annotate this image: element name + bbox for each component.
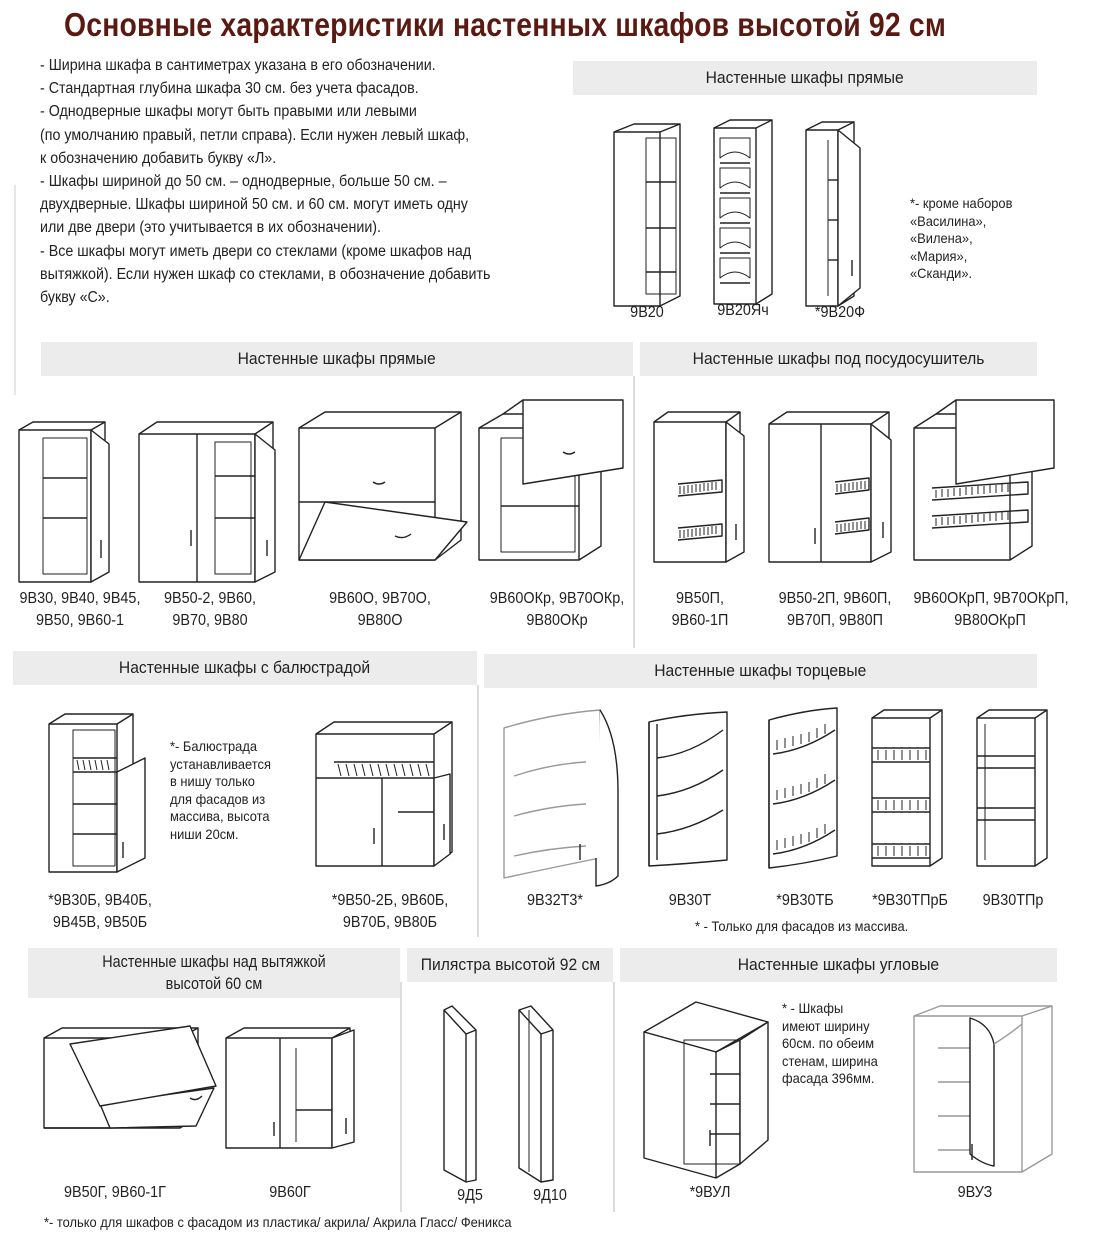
model-label-9v60okr: 9В60ОКр, 9В70ОКр,9В80ОКр	[489, 590, 625, 629]
model-label-9v30b: *9В30Б, 9В40Б,9В45В, 9В50Б	[48, 892, 152, 931]
model-label-9v50g: 9В50Г, 9В60-1Г	[64, 1184, 166, 1201]
intro-line: или две двери (это учитывается в их обоз…	[40, 219, 382, 237]
pilaster-9d10-drawing	[518, 1005, 554, 1183]
model-label-9v30: 9В30, 9В40, 9В45,9В50, 9В60-1	[19, 590, 141, 629]
cabinet-9v60okrp-drawing	[913, 399, 1055, 561]
intro-line: к обозначению добавить букву «Л».	[40, 149, 277, 167]
cabinet-9v30tpr-drawing	[976, 709, 1048, 867]
cabinet-9v50-2b-drawing	[315, 721, 453, 867]
cabinet-9v60g-drawing	[225, 1027, 355, 1149]
intro-line: - Однодверные шкафы могут быть правыми и…	[40, 103, 417, 121]
model-label-9v50p: 9В50П,9В60-1П	[671, 590, 729, 629]
section-header-balustrade: Настенные шкафы с балюстрадой	[13, 651, 477, 685]
intro-line: двухдверные. Шкафы шириной 50 см. и 60 с…	[40, 196, 468, 214]
cabinet-9v30tprb-drawing	[871, 709, 943, 867]
model-label-9v30tpr: 9В30ТПр	[982, 892, 1044, 909]
cabinet-9v30tb-drawing	[768, 707, 838, 869]
cabinet-9v20ya-drawing	[713, 119, 773, 305]
model-label-9vul: *9ВУЛ	[689, 1184, 731, 1201]
section-header-corner: Настенные шкафы угловые	[620, 948, 1057, 982]
intro-line: - Ширина шкафа в сантиметрах указана в е…	[40, 57, 436, 74]
pilaster-label-9d10: 9Д10	[533, 1187, 567, 1204]
intro-notes: - Ширина шкафа в сантиметрах указана в е…	[40, 54, 518, 309]
cabinet-9v30b-drawing	[48, 713, 146, 873]
cabinet-9v30-drawing	[18, 421, 110, 583]
intro-line: вытяжкой). Если нужен шкаф со стеклами, …	[40, 265, 491, 283]
pilaster-label-9d5: 9Д5	[457, 1187, 483, 1204]
pilaster-9d5-drawing	[443, 1005, 477, 1183]
model-label-9v32t3: 9В32Т3*	[526, 892, 584, 909]
intro-line: - Все шкафы могут иметь двери со стеклам…	[40, 242, 472, 260]
model-label-9v30t: 9В30Т	[668, 892, 712, 909]
intro-line: - Шкафы шириной до 50 см. – однодверные,…	[40, 173, 447, 191]
cabinet-9v50p-drawing	[653, 411, 745, 563]
cabinet-9v50-2-drawing	[138, 421, 276, 583]
intro-line: (по умолчанию правый, петли справа). Есл…	[40, 126, 470, 144]
model-label-9v50-2: 9В50-2, 9В60,9В70, 9В80	[163, 590, 257, 629]
cabinet-9v60o-drawing	[298, 411, 468, 561]
model-label-9v30tb: *9В30ТБ	[776, 892, 834, 909]
model-label-9v50-2p: 9В50-2П, 9В60П,9В70П, 9В80П	[778, 590, 892, 629]
model-label-9v20f: *9В20Ф	[814, 304, 866, 321]
section-header-dryer: Настенные шкафы под посудосушитель	[640, 342, 1037, 376]
model-label-9v60g: 9В60Г	[269, 1184, 311, 1201]
page-title: Основные характеристики настенных шкафов…	[64, 6, 947, 43]
cabinet-9v20-drawing	[613, 123, 681, 307]
divider	[613, 982, 615, 1212]
model-label-9v30tprb: *9В30ТПрБ	[872, 892, 948, 909]
divider	[14, 185, 16, 395]
cabinet-9v60okr-drawing	[478, 399, 624, 561]
cabinet-9v20f-drawing	[805, 121, 861, 307]
model-label-9v20: 9В20	[630, 304, 664, 321]
section-header-straight: Настенные шкафы прямые	[41, 342, 633, 376]
intro-line: - Стандартная глубина шкафа 30 см. без у…	[40, 80, 419, 98]
model-label-9v50-2b: *9В50-2Б, 9В60Б,9В70Б, 9В80Б	[331, 892, 449, 931]
model-label-9v60o: 9В60О, 9В70О,9В80О	[329, 590, 431, 629]
divider	[400, 982, 402, 1212]
note-footer: *- только для шкафов с фасадом из пласти…	[44, 1214, 512, 1230]
cabinet-9v50g-drawing	[43, 1025, 217, 1129]
cabinet-9vuz-drawing	[913, 1005, 1053, 1173]
cabinet-9vul-drawing	[643, 1001, 769, 1179]
section-header-end: Настенные шкафы торцевые	[484, 654, 1037, 688]
cabinet-9v50-2p-drawing	[768, 411, 892, 563]
cabinet-9v30t-drawing	[648, 711, 728, 867]
model-label-9v20ya: 9В20Яч	[717, 302, 769, 319]
note-solid-only: * - Только для фасадов из массива.	[695, 918, 909, 934]
model-label-9v60okrp: 9В60ОКрП, 9В70ОКрП,9В80ОКрП	[913, 590, 1069, 629]
divider	[633, 376, 635, 648]
cabinet-9v32t3-drawing	[503, 709, 619, 887]
intro-line: букву «С».	[40, 289, 110, 307]
note-except-sets: *- кроме наборов«Василина»,«Вилена»,«Мар…	[910, 195, 1013, 281]
divider	[477, 685, 479, 937]
section-header-top-straight: Настенные шкафы прямые	[573, 61, 1037, 95]
model-label-9vuz: 9ВУЗ	[957, 1184, 993, 1201]
section-header-pilaster: Пилястра высотой 92 см	[407, 948, 613, 982]
